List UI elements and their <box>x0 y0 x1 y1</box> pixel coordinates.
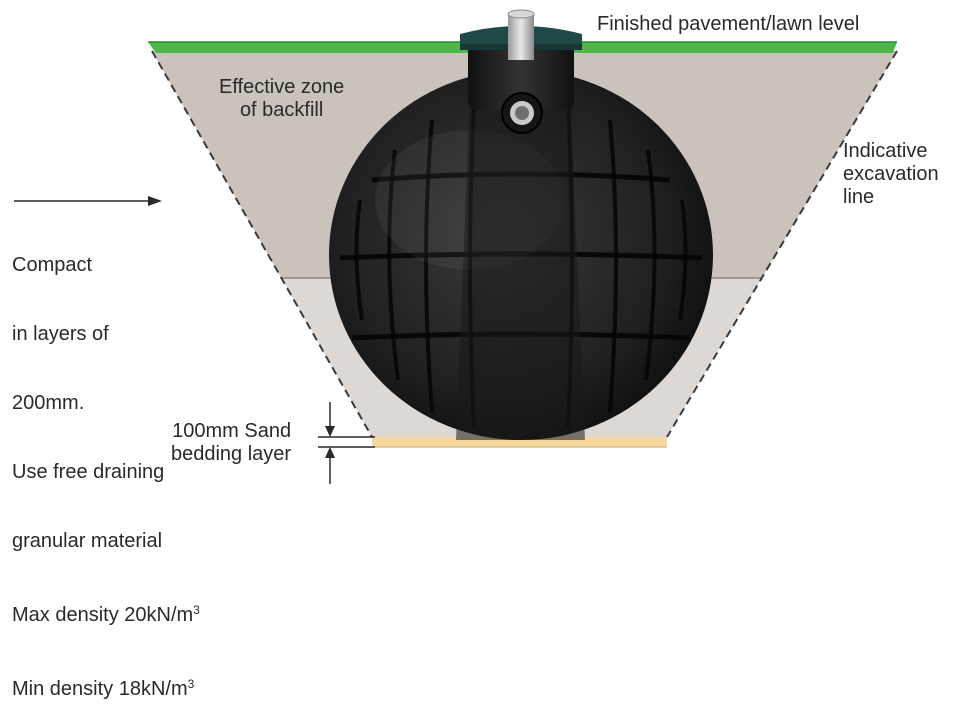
sand-bedding-label: 100mm Sand bedding layer <box>171 420 292 465</box>
compaction-instructions: Compact in layers of 200mm. Use free dra… <box>12 208 200 724</box>
tank-installation-diagram <box>14 9 898 484</box>
max-density-line: Max density 20kN/m3 <box>12 599 200 627</box>
compact-line: Compact <box>12 254 93 276</box>
excavation-line-label: Indicative excavation line <box>843 140 939 208</box>
excavation-line-right <box>666 50 898 438</box>
sand-bedding-layer <box>372 437 667 447</box>
vent-pipe <box>508 14 534 60</box>
inlet-spigot <box>501 92 543 134</box>
right-arrow-icon <box>14 196 162 206</box>
compact-line: Use free draining <box>12 461 165 483</box>
min-density-line: Min density 18kN/m3 <box>12 673 200 701</box>
cubed-superscript: 3 <box>187 677 195 691</box>
septic-tank-icon <box>329 9 713 440</box>
cubed-superscript: 3 <box>193 603 200 617</box>
compact-line: 200mm. <box>12 392 85 414</box>
max-density-text: Max density 20kN/m <box>12 604 194 626</box>
compact-line: in layers of <box>12 323 109 345</box>
min-density-text: Min density 18kN/m <box>12 678 188 700</box>
finished-level-label: Finished pavement/lawn level <box>597 13 860 35</box>
excavation-line-left <box>151 50 373 438</box>
dimension-arrows-icon <box>318 402 375 484</box>
compact-line: granular material <box>12 530 163 552</box>
effective-zone-label: Effective zone of backfill <box>219 76 345 121</box>
